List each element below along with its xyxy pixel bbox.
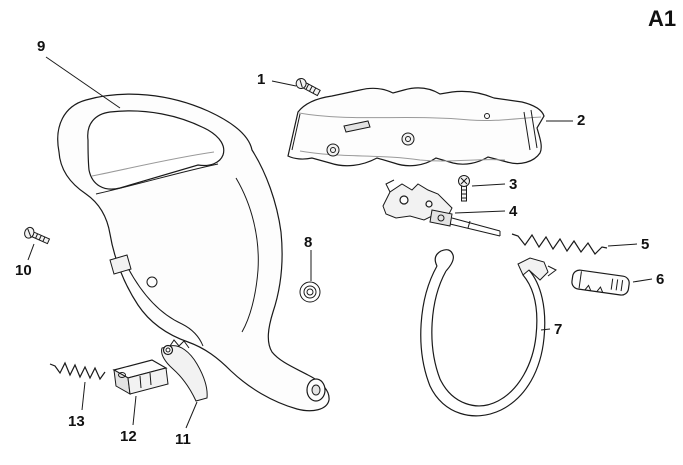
part-3-screw (458, 175, 470, 202)
part-9-handle-housing (57, 93, 330, 412)
callout-label-11: 11 (175, 431, 191, 448)
part-6-sleeve (571, 269, 630, 296)
leader-lines (27, 56, 653, 429)
leader-line-4 (454, 210, 506, 214)
part-10-screw (24, 226, 51, 245)
callout-label-3: 3 (509, 176, 518, 193)
leader-line-11 (185, 401, 198, 429)
leader-line-13 (81, 381, 86, 411)
part-11-lever (161, 339, 208, 402)
callout-label-8: 8 (304, 234, 313, 251)
part-7-brake-band (420, 249, 557, 417)
callout-label-13: 13 (68, 413, 85, 430)
part-5-spring (511, 233, 608, 255)
callout-label-2: 2 (577, 112, 586, 129)
callout-label-4: 4 (509, 203, 518, 220)
part-8-grommet (299, 281, 321, 303)
part-2-top-cover (287, 87, 545, 167)
callout-label-9: 9 (37, 38, 46, 55)
callout-label-6: 6 (656, 271, 665, 288)
leader-line-12 (132, 395, 137, 426)
leader-line-1 (271, 80, 297, 87)
leader-line-7 (540, 328, 551, 331)
callout-label-10: 10 (15, 262, 32, 279)
leader-line-10 (27, 243, 35, 261)
leader-line-5 (607, 243, 638, 247)
sheet-label: A1 (648, 6, 677, 31)
leader-line-3 (471, 183, 506, 187)
part-1-screw (295, 78, 321, 97)
callout-label-1: 1 (257, 71, 266, 88)
callout-label-12: 12 (120, 428, 137, 445)
part-13-spring (49, 361, 106, 381)
part-12-block (112, 359, 169, 395)
leader-line-9 (45, 56, 121, 109)
callout-label-5: 5 (641, 236, 650, 253)
leader-line-6 (632, 278, 653, 283)
part-4-brake-bracket (382, 179, 501, 237)
callout-label-7: 7 (554, 321, 563, 338)
